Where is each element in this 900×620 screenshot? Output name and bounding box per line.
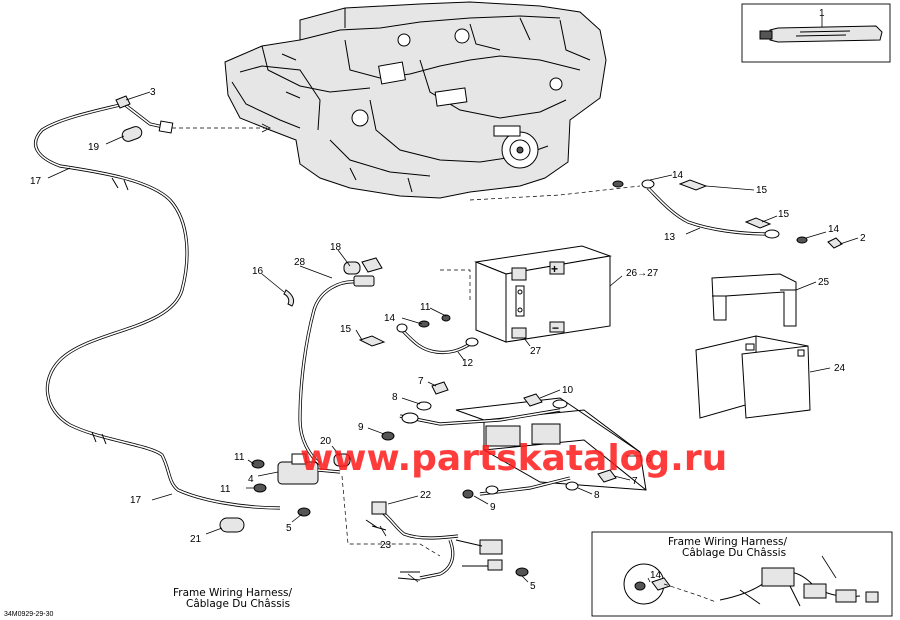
callout-17: 17: [130, 495, 142, 506]
callout-25: 25: [818, 277, 830, 288]
callout-1: 1: [819, 8, 825, 19]
hardware-bracket: [381, 381, 617, 499]
callout-11: 11: [420, 302, 431, 313]
inset-frame-harness: [591, 531, 893, 617]
callout-9: 9: [358, 422, 364, 433]
callout-14: 14: [672, 170, 684, 181]
callout-19: 19: [88, 142, 100, 153]
clip-16: [283, 289, 295, 307]
callout-5: 5: [530, 581, 536, 592]
callout-17: 17: [30, 176, 42, 187]
callout-13: 13: [664, 232, 676, 243]
battery-cable-12: [358, 314, 479, 355]
ref-arrow: [261, 123, 271, 133]
harness-caption-main-fr: Câblage Du Châssis: [186, 598, 290, 610]
callout-15: 15: [778, 209, 790, 220]
callout-11: 11: [220, 484, 231, 495]
callout-23: 23: [380, 540, 392, 551]
callout-9: 9: [490, 502, 496, 513]
hardware-ground: [612, 179, 843, 249]
callout-18: 18: [330, 242, 342, 253]
lower-harness: [365, 501, 529, 581]
callout-24: 24: [834, 363, 846, 374]
callout-27: 27: [530, 346, 542, 357]
callout-15: 15: [340, 324, 352, 335]
callout-21: 21: [190, 534, 202, 545]
hardware-top-left: [115, 95, 143, 142]
battery-cover: [695, 335, 811, 419]
watermark: www.partskatalog.ru: [300, 438, 727, 479]
main-wiring-harness: [34, 102, 281, 510]
callout-15: 15: [756, 185, 768, 196]
engine-illustration: [224, 1, 607, 199]
callout-3: 3: [150, 87, 156, 98]
callout-8: 8: [392, 392, 398, 403]
callout-16: 16: [252, 266, 264, 277]
callout-10: 10: [562, 385, 574, 396]
battery-strap: [711, 273, 797, 327]
battery: [474, 245, 612, 343]
callout-14: 14: [384, 313, 396, 324]
callout-5: 5: [286, 523, 292, 534]
callout-12: 12: [462, 358, 474, 369]
battery-positive-symbol: +: [551, 262, 558, 276]
callout-4: 4: [248, 474, 254, 485]
battery-cable-28: [298, 257, 383, 466]
callout-2: 2: [860, 233, 866, 244]
sealant-tube-box: [741, 3, 891, 63]
callout-22: 22: [420, 490, 432, 501]
callout-11: 11: [234, 452, 245, 463]
ground-cable-13: [641, 179, 780, 239]
leader-lines: [47, 91, 859, 583]
harness-caption-inset-fr: Câblage Du Châssis: [682, 547, 786, 559]
ref-line-battery: [440, 269, 471, 300]
callout-8: 8: [594, 490, 600, 501]
callout-7: 7: [632, 476, 638, 487]
callout-numbers: 1 3 19 17 14 15 15 14 2 13 18 16 28 26→2…: [30, 8, 866, 592]
callout-14: 14: [828, 224, 840, 235]
ref-line-ground: [469, 185, 641, 201]
callout-20: 20: [320, 436, 332, 447]
callout-26-27: 26→27: [626, 268, 659, 279]
starter-solenoid: [219, 453, 351, 533]
callout-14: 14: [650, 570, 662, 581]
harness-caption-inset-en: Frame Wiring Harness/: [668, 536, 788, 548]
drawing-code: 34M0929-29-30: [4, 611, 54, 618]
harness-caption-main-en: Frame Wiring Harness/: [173, 587, 293, 599]
callout-7: 7: [418, 376, 424, 387]
callout-6: 6: [646, 454, 652, 465]
battery-negative-symbol: −: [552, 321, 559, 335]
callout-28: 28: [294, 257, 306, 268]
